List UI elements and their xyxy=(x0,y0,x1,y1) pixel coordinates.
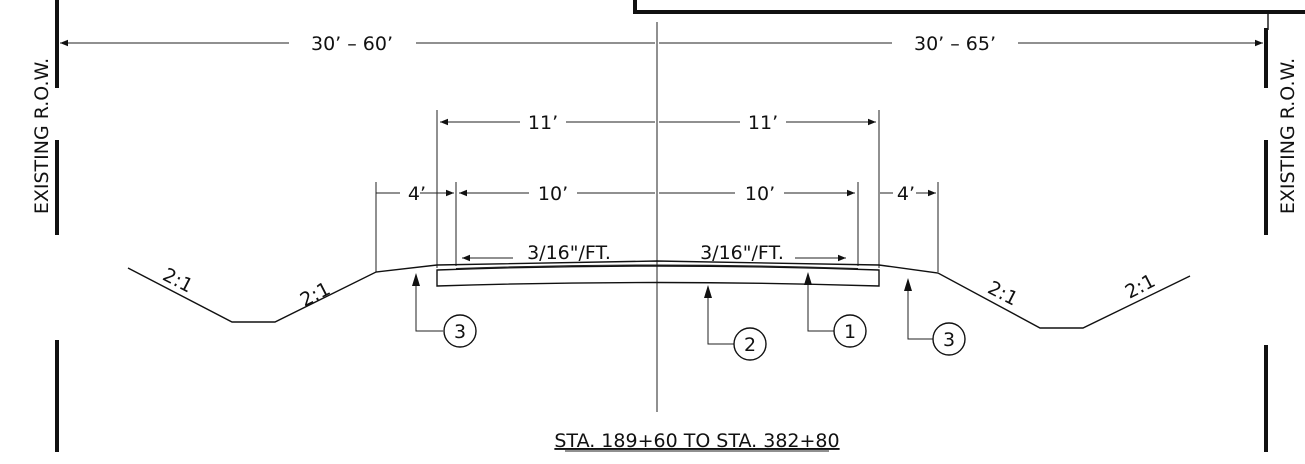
dim-row-left-label: 30’ – 60’ xyxy=(311,33,393,55)
callout-number: 1 xyxy=(844,321,856,343)
row-label-left: EXISTING R.O.W. xyxy=(31,58,53,214)
dim-pave-right: 10’ xyxy=(659,183,855,205)
title-block-border xyxy=(633,0,1305,30)
cross-slope-right: 3/16"/FT. xyxy=(700,242,846,264)
row-label-right: EXISTING R.O.W. xyxy=(1277,58,1299,214)
dim-shoulder-left: 4’ xyxy=(376,183,454,205)
pavement-slab xyxy=(436,264,880,287)
callout-bubble: 1 xyxy=(833,314,867,348)
callout-number: 2 xyxy=(744,334,756,356)
dim-pave-right-label: 10’ xyxy=(745,183,775,205)
dim-lane-left: 11’ xyxy=(440,112,655,134)
dim-lane-right: 11’ xyxy=(659,112,876,134)
dim-pave-left-label: 10’ xyxy=(538,183,568,205)
dim-lane-right-label: 11’ xyxy=(748,112,778,134)
callout-bubble: 3 xyxy=(443,314,477,348)
dim-shoulder-right: 4’ xyxy=(880,183,936,205)
callout-bubble: 2 xyxy=(733,327,767,361)
cross-slope-right-label: 3/16"/FT. xyxy=(700,242,784,264)
dim-shoulder-left-label: 4’ xyxy=(408,183,426,205)
slope-ratio-label: 2:1 xyxy=(984,277,1021,310)
extension-lines xyxy=(375,110,939,272)
callout-number: 3 xyxy=(454,321,466,343)
dim-row-left: 30’ – 60’ xyxy=(60,33,655,55)
callout-arrowheads xyxy=(412,272,912,298)
dim-shoulder-right-label: 4’ xyxy=(897,183,915,205)
dim-pave-left: 10’ xyxy=(459,183,655,205)
dim-lane-left-label: 11’ xyxy=(528,112,558,134)
dim-row-right: 30’ – 65’ xyxy=(659,33,1263,55)
cross-slope-left: 3/16"/FT. xyxy=(462,242,611,264)
callout-leaders xyxy=(415,274,933,345)
slope-ratio-label: 2:1 xyxy=(297,278,334,311)
dim-row-right-label: 30’ – 65’ xyxy=(914,33,996,55)
slope-ratio-label: 2:1 xyxy=(159,264,196,297)
cross-slope-left-label: 3/16"/FT. xyxy=(527,242,611,264)
slope-ratio-label: 2:1 xyxy=(1122,270,1159,303)
ground-profile xyxy=(127,260,1191,329)
callout-bubble: 3 xyxy=(932,322,966,356)
callout-number: 3 xyxy=(943,329,955,351)
station-range-caption: STA. 189+60 TO STA. 382+80 xyxy=(554,430,839,452)
